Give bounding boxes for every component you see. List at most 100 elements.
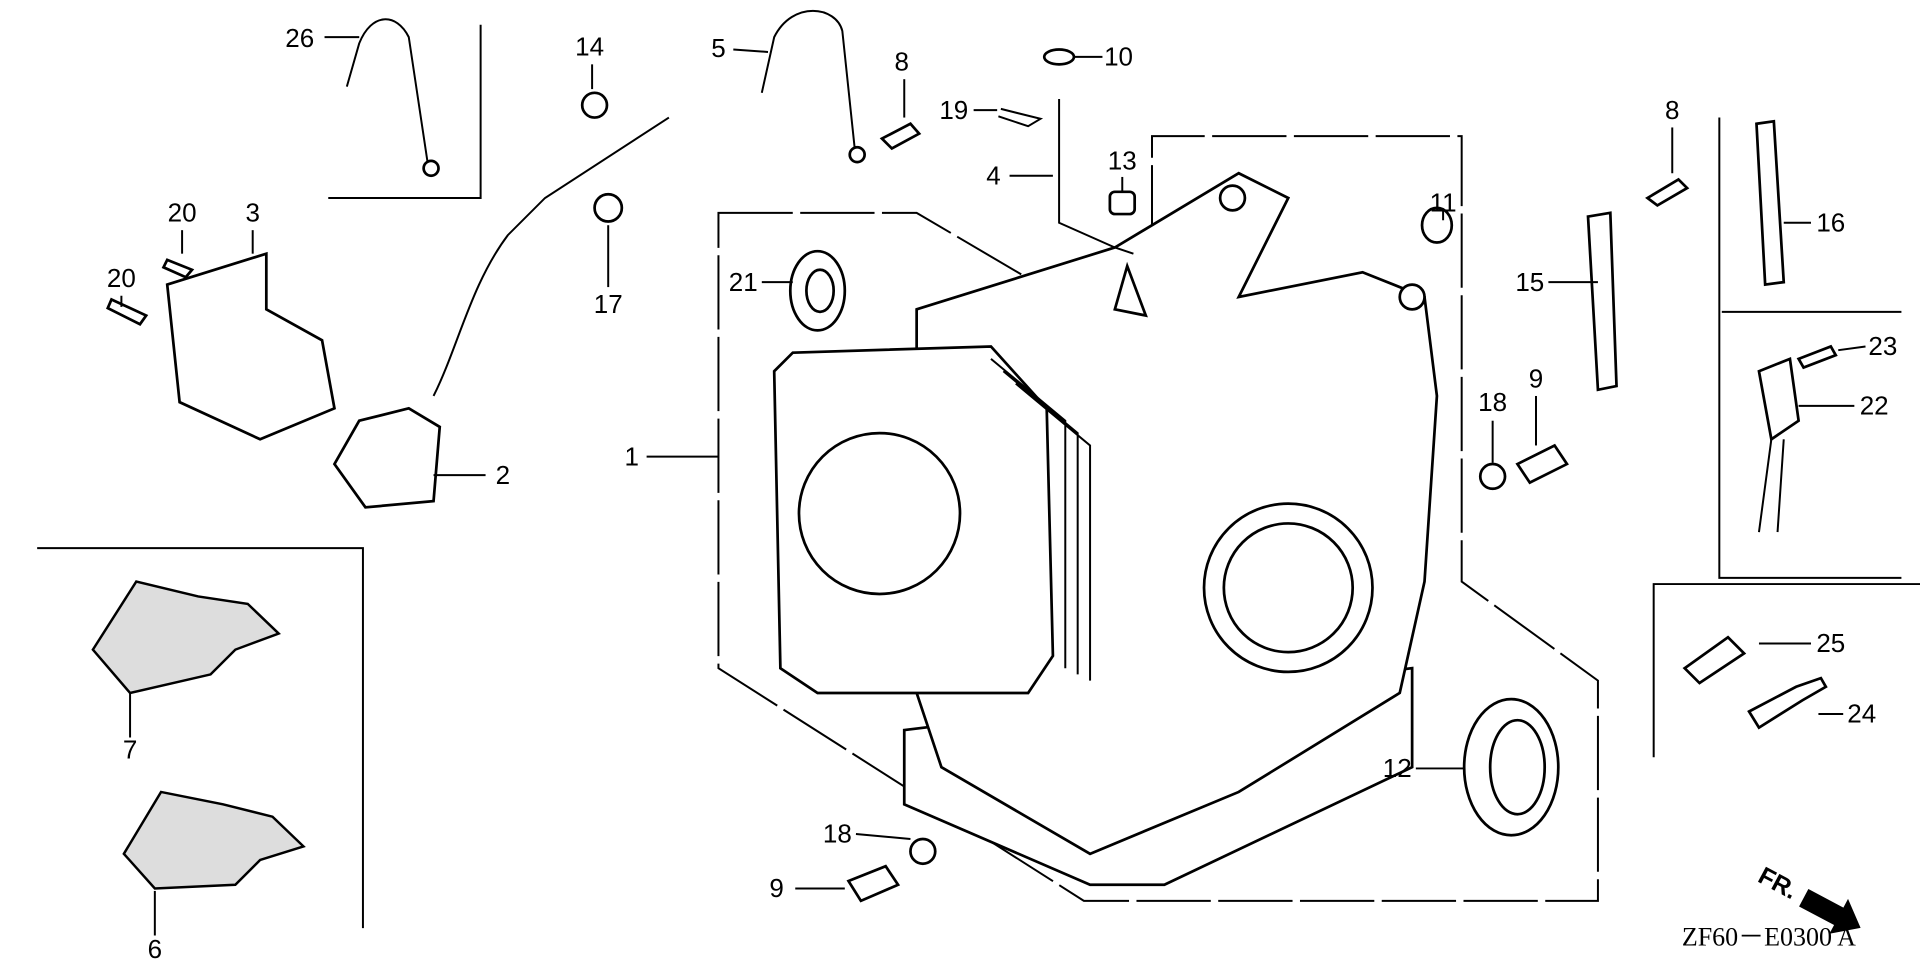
callout-number: 25 [1816, 628, 1845, 658]
callout-number: 2 [496, 460, 510, 490]
callout-11: 11 [1430, 188, 1457, 221]
callout-number: 6 [148, 934, 162, 959]
callout-number: 24 [1847, 699, 1876, 729]
leader-line [733, 48, 769, 53]
callout-number: 5 [711, 33, 725, 63]
callout-number: 17 [594, 289, 623, 319]
callout-9: 9 [1529, 363, 1543, 446]
callout-17: 17 [594, 225, 623, 319]
washer-18b [909, 837, 937, 866]
callout-13: 13 [1108, 146, 1137, 192]
callout-number: 10 [1104, 42, 1133, 72]
cap-11 [1420, 206, 1454, 244]
bolt-20a [161, 258, 195, 279]
callout-number: 22 [1860, 391, 1889, 421]
callout-23: 23 [1838, 331, 1897, 361]
callout-14: 14 [575, 32, 604, 90]
callout-15: 15 [1515, 267, 1598, 297]
small-parts [91, 10, 1838, 903]
callout-number: 8 [895, 47, 909, 77]
callout-number: 19 [939, 95, 968, 125]
front-label: FR. [1754, 863, 1802, 906]
clip-19 [998, 107, 1044, 128]
bolt-9 [1515, 443, 1569, 485]
callout-number: 16 [1816, 207, 1845, 237]
group-borders [37, 24, 1920, 929]
callout-19: 19 [939, 95, 998, 125]
fitting-24 [1747, 676, 1828, 730]
callout-4: 4 [986, 160, 1053, 190]
bolt-8b [1645, 177, 1690, 208]
callout-number: 9 [769, 873, 783, 903]
callout-number: 8 [1665, 95, 1679, 125]
callout-26: 26 [285, 23, 360, 53]
callout-number: 13 [1108, 146, 1137, 176]
callout-24: 24 [1818, 699, 1876, 729]
oil-sensor-22 [1757, 356, 1801, 442]
callout-number: 7 [123, 735, 137, 765]
callout-22: 22 [1798, 391, 1889, 421]
callout-7: 7 [123, 692, 137, 765]
ignition-coil-2 [332, 406, 442, 509]
callout-number: 21 [729, 267, 758, 297]
callout-10: 10 [1072, 42, 1133, 72]
ignition-coil-wire-2 [432, 116, 670, 397]
callout-number: 1 [625, 441, 639, 471]
washer-18 [1478, 462, 1507, 491]
callout-12: 12 [1383, 753, 1465, 783]
pipe-4 [1058, 98, 1134, 255]
cap-13 [1108, 190, 1137, 216]
callout-8: 8 [895, 47, 909, 118]
leader-line [1838, 345, 1866, 352]
callout-6: 6 [148, 890, 162, 959]
callout-number: 20 [107, 263, 136, 293]
callout-9: 9 [769, 873, 845, 903]
callout-20: 20 [107, 263, 136, 307]
ground-wire-26 [345, 18, 429, 162]
callout-21: 21 [729, 267, 793, 297]
crankcase-block [772, 171, 1439, 887]
bolt-20b [106, 297, 149, 326]
callout-number: 20 [168, 198, 197, 228]
callout-number: 9 [1529, 363, 1543, 393]
dipstick-15 [1586, 211, 1618, 392]
front-arrow-icon [1799, 888, 1861, 934]
callout-2: 2 [433, 460, 510, 490]
mount-7 [91, 580, 281, 695]
bolt-8 [879, 122, 922, 151]
callout-number: 11 [1430, 188, 1457, 218]
callout-3: 3 [245, 198, 260, 254]
crankcase-group-outline [717, 135, 1599, 902]
callout-number: 18 [823, 819, 852, 849]
mount-6 [122, 790, 306, 890]
callout-18: 18 [1478, 387, 1507, 463]
callout-number: 23 [1868, 331, 1897, 361]
callout-20: 20 [168, 198, 197, 254]
nut-17 [593, 192, 624, 223]
callout-8: 8 [1665, 95, 1679, 174]
callout-number: 15 [1515, 267, 1544, 297]
plug-25 [1682, 635, 1747, 685]
dipstick-16 [1755, 119, 1786, 287]
bracket-3 [165, 251, 336, 441]
callout-number: 18 [1478, 387, 1507, 417]
leader-line [855, 833, 911, 840]
ground-wire-5 [760, 10, 856, 149]
drawing-code: ZF60－E0300 A [1682, 922, 1856, 951]
o-ring-14 [580, 91, 609, 119]
callout-number: 14 [575, 32, 604, 62]
callout-number: 3 [245, 198, 259, 228]
callout-16: 16 [1783, 207, 1845, 237]
callout-25: 25 [1758, 628, 1845, 658]
callout-number: 12 [1383, 753, 1412, 783]
callout-5: 5 [711, 33, 769, 63]
washer-10 [1042, 48, 1076, 66]
callout-18: 18 [823, 819, 911, 849]
bolt-23 [1796, 344, 1838, 370]
callout-1: 1 [625, 441, 719, 471]
callout-number: 26 [285, 23, 314, 53]
callout-number: 4 [986, 160, 1000, 190]
bolt-9b [846, 864, 901, 903]
